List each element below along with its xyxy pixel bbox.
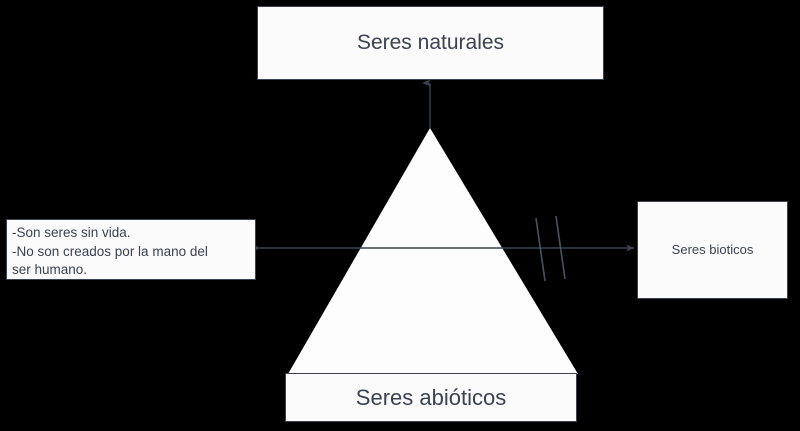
node-seres-bioticos-label: Seres bioticos xyxy=(671,241,754,257)
node-seres-bioticos[interactable]: Seres bioticos xyxy=(637,201,788,299)
central-triangle xyxy=(288,128,578,374)
node-seres-abioticos[interactable]: Seres abióticos xyxy=(285,373,577,422)
connector-cross-mark-2 xyxy=(555,215,566,280)
description-line-1: -Son seres sin vida. xyxy=(12,225,131,240)
node-abioticos-description[interactable]: -Son seres sin vida. -No son creados por… xyxy=(6,219,256,280)
node-seres-naturales-label: Seres naturales xyxy=(356,30,505,54)
node-seres-abioticos-label: Seres abióticos xyxy=(355,384,507,410)
connector-cross-mark-1 xyxy=(535,217,546,282)
description-line-3: ser humano. xyxy=(12,262,88,277)
node-seres-naturales[interactable]: Seres naturales xyxy=(257,6,604,80)
description-line-2: -No son creados por la mano del xyxy=(12,243,208,259)
